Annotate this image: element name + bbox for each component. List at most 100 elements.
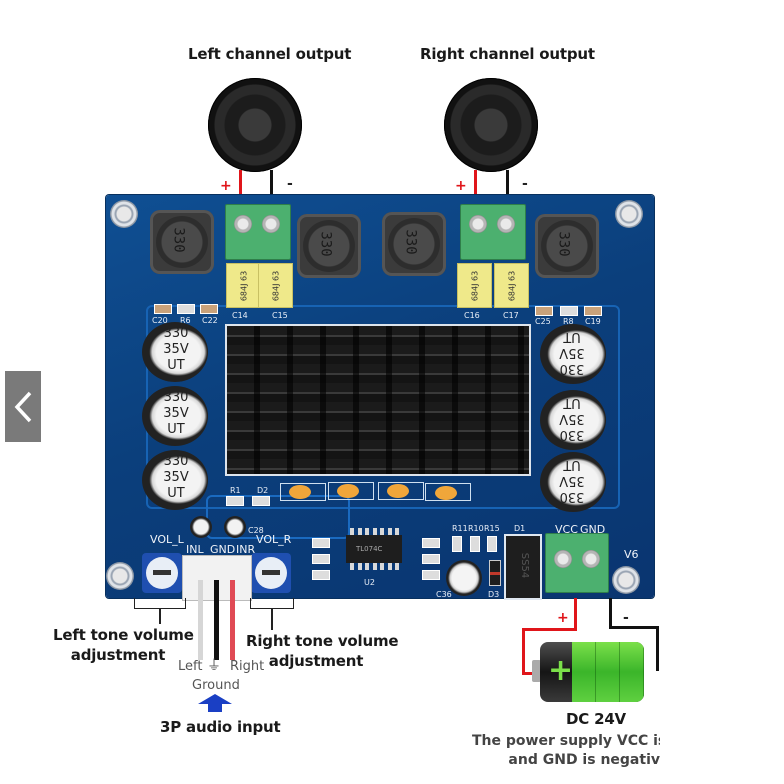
input-right-label: Right — [230, 659, 265, 674]
smd-component — [154, 304, 172, 314]
screw-icon — [554, 550, 572, 568]
op-amp-ic: TL074C — [346, 535, 402, 563]
smd-component — [452, 536, 462, 552]
screw-icon — [497, 215, 515, 233]
smd-component — [535, 306, 553, 316]
power-voltage-label: DC 24V — [566, 710, 626, 728]
right-output-terminal[interactable] — [460, 204, 526, 260]
left-output-terminal[interactable] — [225, 204, 291, 260]
silk-c14: C14 — [232, 311, 248, 320]
ic-pin — [350, 563, 354, 570]
inductor — [535, 214, 599, 278]
smd-component — [470, 536, 480, 552]
power-positive-wire — [574, 598, 577, 630]
right-plus-sign: + — [455, 178, 467, 194]
ic-pin — [365, 528, 369, 535]
left-volume-pointer-line — [159, 608, 161, 624]
power-input-terminal[interactable] — [545, 533, 609, 593]
right-input-wire — [230, 580, 235, 660]
power-negative-wire — [609, 626, 659, 629]
silk-c17: C17 — [503, 311, 519, 320]
silk-r10: R10 — [468, 524, 484, 533]
ground-symbol-icon: ⏚ — [207, 658, 221, 674]
power-positive-wire — [522, 628, 577, 631]
silk-c36: C36 — [436, 590, 452, 599]
left-channel-output-label: Left channel output — [188, 45, 352, 63]
silk-c28: C28 — [248, 526, 264, 535]
mount-hole-bottom-right — [612, 566, 640, 594]
ic-pin — [357, 563, 362, 570]
inductor — [150, 210, 214, 274]
capacitor-footprint — [425, 483, 471, 501]
power-minus-sign: - — [623, 610, 629, 626]
ic-pin — [395, 528, 399, 535]
small-electrolytic-capacitor — [224, 516, 246, 538]
left-speaker-negative-wire — [270, 170, 273, 210]
ic-pin — [365, 563, 369, 570]
power-plus-sign: + — [557, 610, 569, 626]
image-edge-mask — [662, 195, 784, 615]
silk-inr: INR — [236, 543, 256, 556]
input-left-label: Left — [178, 659, 203, 674]
schottky-diode: SS54 — [504, 534, 542, 600]
ic-pin — [372, 528, 377, 535]
inductor-label: 330 — [170, 227, 187, 253]
ceramic-capacitor — [435, 486, 457, 500]
right-speaker-positive-wire — [474, 170, 477, 210]
inductor — [382, 212, 446, 276]
silk-r1: R1 — [230, 486, 241, 495]
right-minus-sign: - — [522, 176, 528, 192]
ic-pin — [387, 563, 392, 570]
silk-vol-r: VOL_R — [256, 533, 292, 546]
left-speaker-icon — [208, 78, 302, 172]
smd-component — [252, 496, 270, 506]
silk-u2: U2 — [364, 578, 375, 587]
silk-c20: C20 — [152, 316, 168, 325]
chevron-left-icon — [14, 391, 32, 422]
previous-image-button[interactable] — [5, 371, 41, 442]
silk-r11: R11 — [452, 524, 468, 533]
inductor-label: 330 — [317, 231, 334, 257]
ic-pin — [380, 528, 384, 535]
film-capacitor-c15: 684J 63 — [258, 263, 293, 308]
smd-component — [560, 306, 578, 316]
left-plus-sign: + — [220, 178, 232, 194]
mount-hole-top-left — [110, 200, 138, 228]
ground-input-wire — [214, 580, 219, 660]
silk-vol-l: VOL_L — [150, 533, 184, 546]
power-positive-wire — [522, 672, 540, 675]
left-input-wire — [198, 580, 203, 660]
ic-pin — [350, 528, 354, 535]
inductor — [297, 214, 361, 278]
smd-component — [584, 306, 602, 316]
capacitor-footprint — [280, 483, 326, 501]
silk-c19: C19 — [585, 317, 601, 326]
film-capacitor-c17: 684J 63 — [494, 263, 529, 308]
left-volume-potentiometer[interactable] — [142, 553, 182, 593]
ceramic-capacitor — [289, 485, 311, 499]
silk-d1: D1 — [514, 524, 526, 533]
silk-vcc: VCC — [555, 523, 578, 536]
left-speaker-positive-wire — [239, 170, 242, 210]
capacitor-footprint — [378, 482, 424, 500]
power-positive-wire — [522, 628, 525, 673]
audio-input-label: 3P audio input — [160, 718, 281, 736]
silk-r8: R8 — [563, 317, 574, 326]
inductor-label: 330 — [555, 231, 572, 257]
battery-plus-icon: + — [548, 653, 574, 688]
silk-c15: C15 — [272, 311, 288, 320]
pot-slot — [153, 570, 171, 575]
smd-component — [312, 538, 330, 548]
smd-component — [312, 554, 330, 564]
right-volume-potentiometer[interactable] — [251, 553, 291, 593]
left-minus-sign: - — [287, 176, 293, 192]
smd-component — [177, 304, 195, 314]
film-capacitor-c16: 684J 63 — [457, 263, 492, 308]
smd-component — [422, 570, 440, 580]
smd-component — [487, 536, 497, 552]
